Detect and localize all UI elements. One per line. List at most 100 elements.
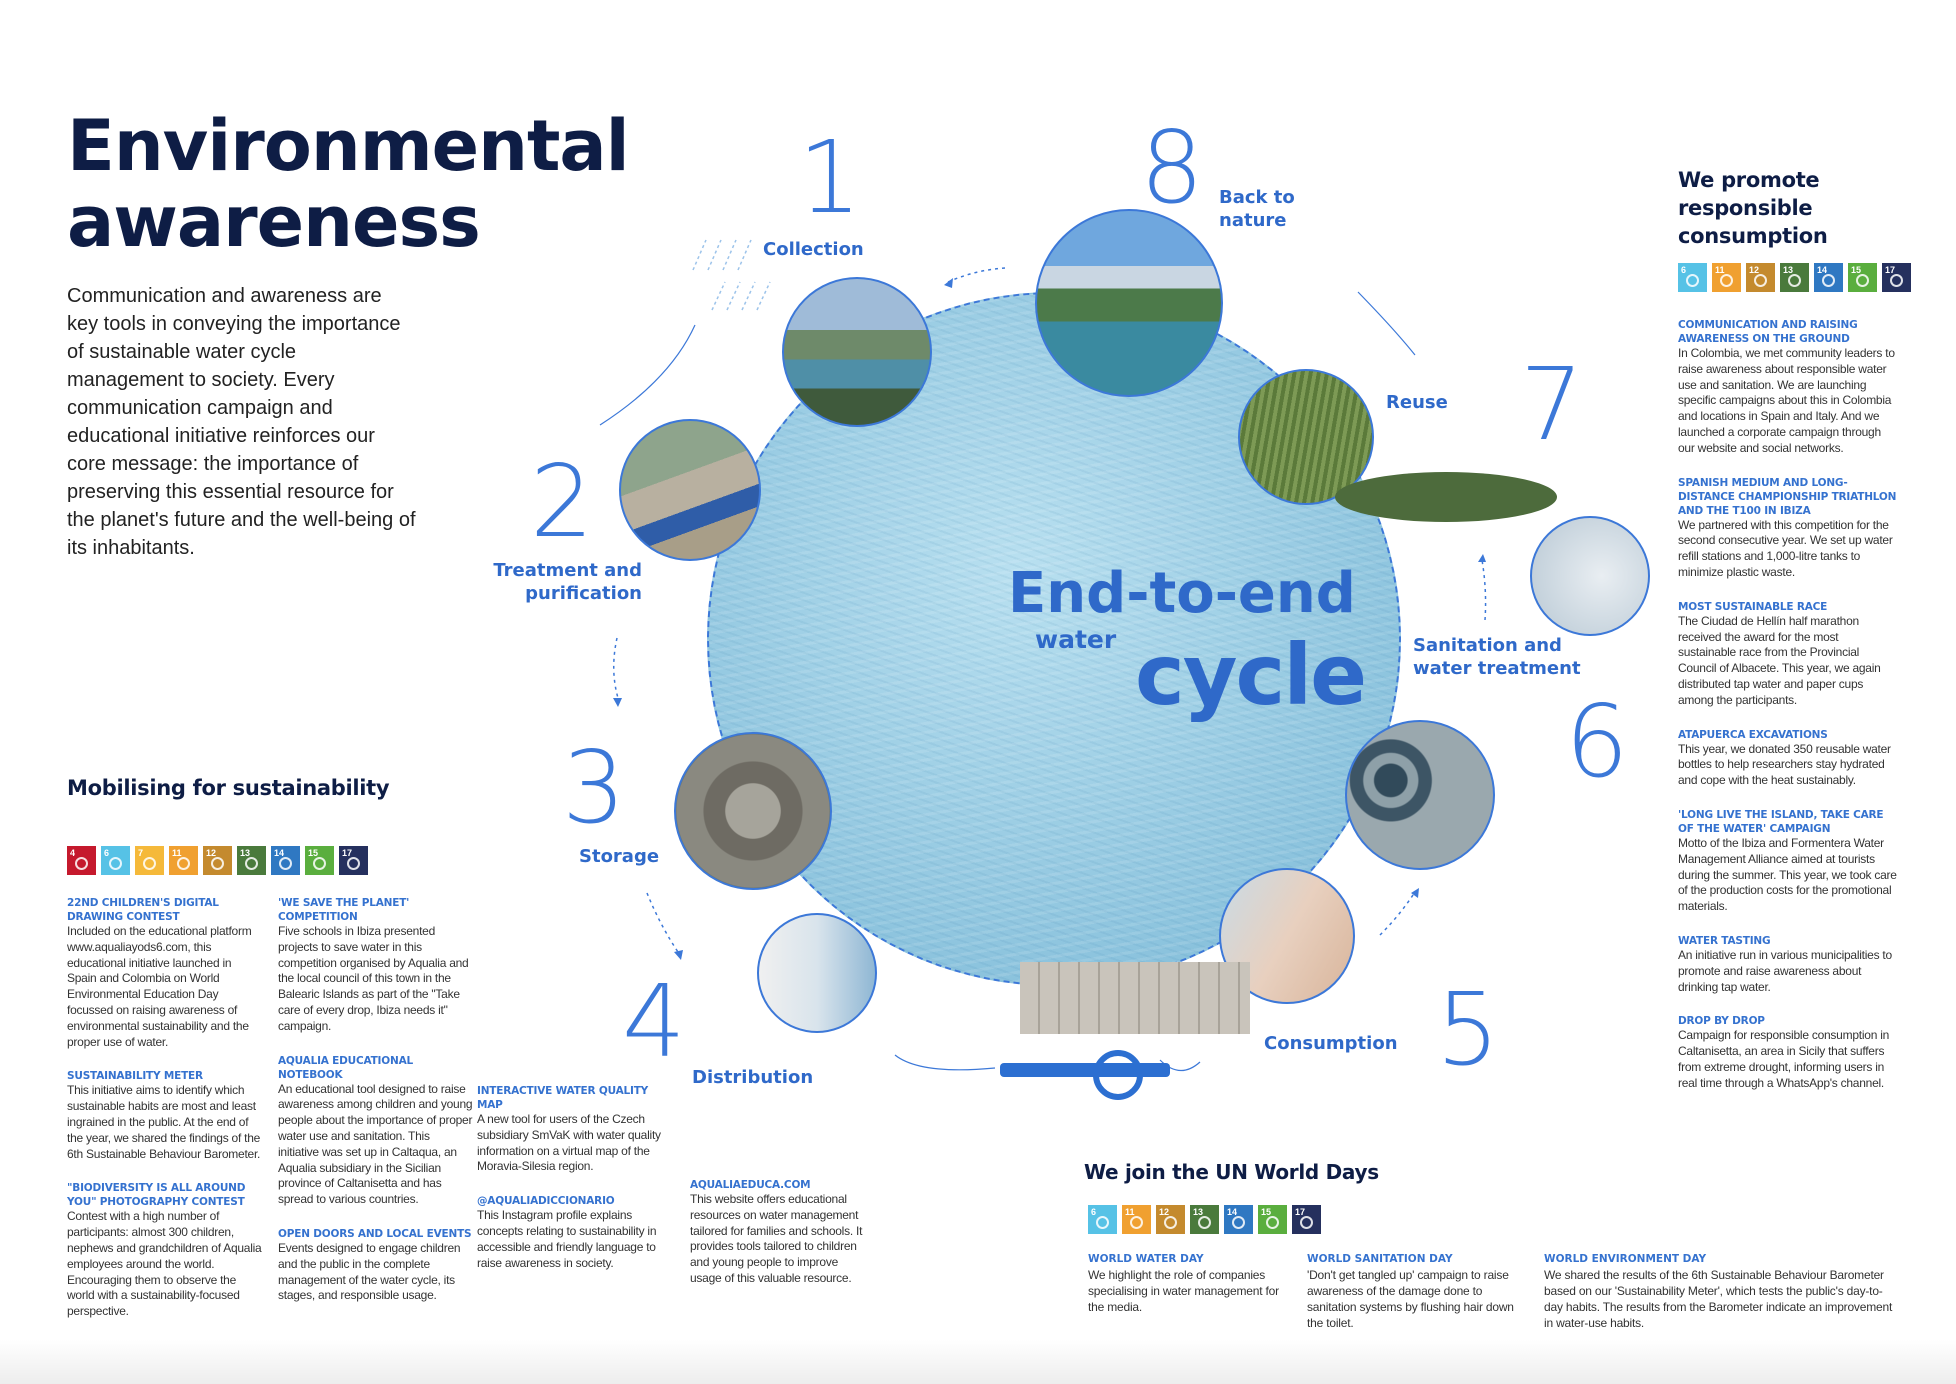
article-text: Contest with a high number of participan… [67, 1209, 262, 1319]
article: 22nd Children's Digital Drawing ContestI… [67, 896, 262, 1050]
article-heading: Spanish medium and long-distance champio… [1678, 476, 1897, 517]
cycle-title-3: cycle [1135, 626, 1367, 724]
valve-icon [1093, 1050, 1143, 1100]
sdg-6-icon: 6 [1678, 263, 1707, 292]
sdg-14-icon: 14 [271, 846, 300, 875]
arrowhead [613, 698, 622, 707]
laboratory-photo [1530, 516, 1650, 636]
decor-line-collection [599, 324, 696, 426]
rain-icon [692, 239, 771, 311]
stage-number-4: 4 [622, 963, 686, 1080]
article: Open doors and local eventsEvents design… [278, 1227, 473, 1304]
arrow-6-to-7 [1481, 559, 1487, 621]
sdg-14-icon: 14 [1814, 263, 1843, 292]
world-sanitation-day: WORLD SANITATION DAY'Don't get tangled u… [1307, 1252, 1527, 1331]
stage-number-1: 1 [798, 119, 862, 236]
stage-label-treatment: Treatment and purification [493, 560, 642, 604]
article-heading: Drop by drop [1678, 1015, 1765, 1028]
sdg-11-icon: 11 [169, 846, 198, 875]
day-heading: WORLD WATER DAY [1088, 1253, 1204, 1265]
storage-tank-photo [674, 732, 832, 890]
article: aqualiaeduca.comThis website offers educ… [690, 1178, 872, 1287]
arrowhead [944, 278, 953, 288]
article-text: Events designed to engage children and t… [278, 1240, 461, 1303]
article-text: In Colombia, we met community leaders to… [1678, 346, 1895, 455]
article: Water tastingAn initiative run in variou… [1678, 934, 1898, 995]
cycle-title-1: End-to-end [1008, 561, 1356, 626]
stage-number-5: 5 [1436, 971, 1500, 1088]
article-text: An educational tool designed to raise aw… [278, 1081, 473, 1207]
collection-reservoir-photo [782, 277, 932, 427]
promote-title: We promote responsible consumption [1678, 168, 1828, 248]
intro-paragraph: Communication and awareness are key tool… [67, 285, 416, 559]
article-text: This initiative aims to identify which s… [67, 1083, 261, 1161]
stage-label-consumption: Consumption [1264, 1033, 1398, 1054]
distribution-lab-photo [757, 913, 877, 1033]
arrow-5-to-6 [1379, 891, 1416, 936]
sdg-14-icon: 14 [1224, 1205, 1253, 1234]
sdg-13-icon: 13 [237, 846, 266, 875]
sdg-12-icon: 12 [1156, 1205, 1185, 1234]
pipe-icon [1000, 1063, 1170, 1077]
article-heading: 22nd Children's Digital Drawing Contest [67, 897, 219, 923]
sdg-12-icon: 12 [203, 846, 232, 875]
stage-label-back-to-nature: Back to nature [1219, 187, 1295, 231]
sdg-15-icon: 15 [305, 846, 334, 875]
article: 'We save the planet' competitionFive sch… [278, 896, 473, 1035]
treatment-plant-aerial-photo [619, 419, 761, 561]
stage-number-2: 2 [530, 443, 594, 560]
decor-line-pipe [894, 1054, 996, 1071]
title-line-1: Environmental [67, 105, 630, 187]
sdg-7-icon: 7 [135, 846, 164, 875]
page-title: Environmental awareness [67, 105, 630, 263]
article-text: Five schools in Ibiza presented projects… [278, 924, 469, 1033]
reuse-irrigation-photo [1238, 369, 1374, 505]
articles-column-2: 'We save the planet' competitionFive sch… [278, 896, 473, 1323]
article: Interactive water quality mapA new tool … [477, 1084, 667, 1175]
title-line-2: awareness [67, 181, 481, 263]
article-heading: Communication and raising awareness on t… [1678, 319, 1858, 345]
stage-label-collection: Collection [763, 239, 864, 260]
article-heading: Most sustainable race [1678, 600, 1828, 613]
arrow-8-to-1 [947, 267, 1006, 283]
article-heading: aqualiaeduca.com [690, 1179, 811, 1191]
article-text: This Instagram profile explains concepts… [477, 1208, 657, 1270]
article-heading: Water tasting [1678, 934, 1771, 947]
sdg-11-icon: 11 [1712, 263, 1741, 292]
article-text: The Ciudad de Hellín half marathon recei… [1678, 613, 1881, 707]
article: Most sustainable raceThe Ciudad de Hellí… [1678, 600, 1898, 709]
article-heading: 'We save the planet' competition [278, 897, 410, 923]
article-heading: @aqualiadiccionario [477, 1195, 615, 1208]
article: Atapuerca excavationsThis year, we donat… [1678, 728, 1898, 789]
article-heading: Interactive water quality map [477, 1085, 649, 1111]
article: "Biodiversity is all around you" photogr… [67, 1181, 262, 1320]
stage-number-3: 3 [562, 729, 626, 846]
arrowhead [674, 950, 683, 960]
stage-label-distribution: Distribution [692, 1067, 814, 1088]
article-text: A new tool for users of the Czech subsid… [477, 1112, 661, 1174]
sdg-6-icon: 6 [1088, 1205, 1117, 1234]
sdg-15-icon: 15 [1258, 1205, 1287, 1234]
article-heading: Atapuerca excavations [1678, 728, 1828, 741]
stage-number-6: 6 [1565, 683, 1629, 800]
sdg-12-icon: 12 [1746, 263, 1775, 292]
article-text: An initiative run in various municipalit… [1678, 947, 1892, 994]
articles-column-3: Interactive water quality mapA new tool … [477, 1084, 667, 1290]
arrowhead [1478, 554, 1486, 562]
day-text: We highlight the role of companies speci… [1088, 1268, 1279, 1314]
stage-number-7: 7 [1520, 346, 1584, 463]
arrow-2-to-3 [613, 637, 619, 699]
article-heading: Sustainability Meter [67, 1070, 203, 1083]
day-heading: WORLD SANITATION DAY [1307, 1253, 1453, 1265]
treatment-plant-photo [1345, 720, 1495, 870]
article-text: This website offers educational resource… [690, 1192, 863, 1285]
article-heading: "Biodiversity is all around you" photogr… [67, 1182, 246, 1209]
article-text: We partnered with this competition for t… [1678, 517, 1893, 579]
stage-label-sanitation: Sanitation and water treatment [1413, 635, 1581, 679]
arrow-3-to-4 [646, 892, 679, 953]
